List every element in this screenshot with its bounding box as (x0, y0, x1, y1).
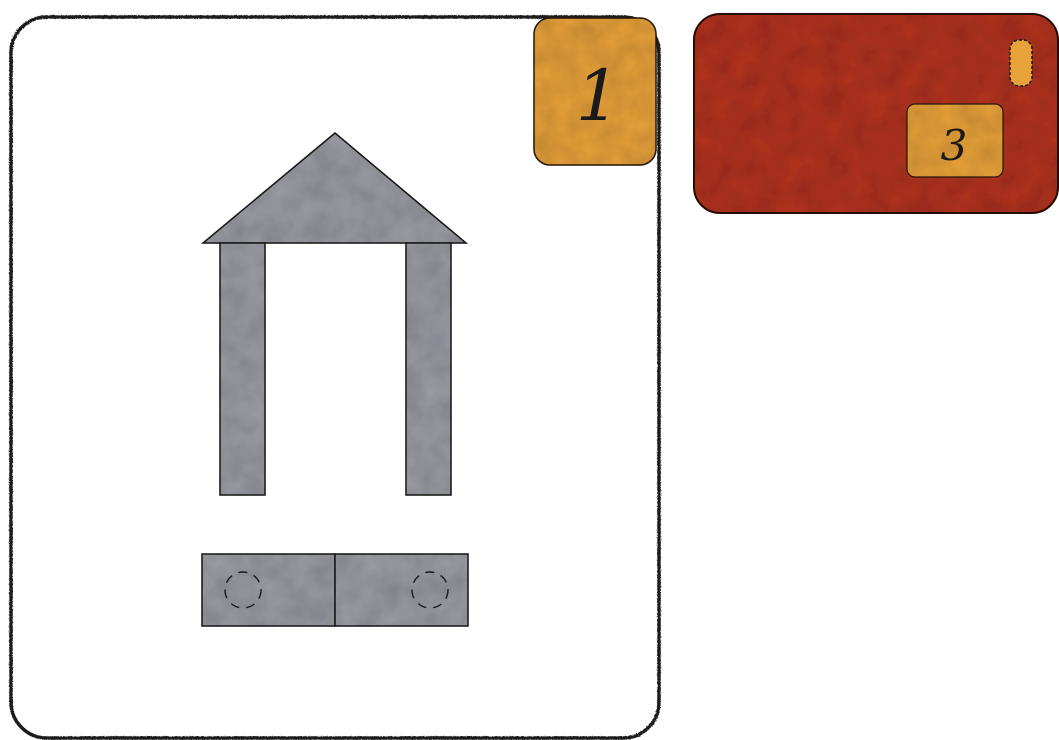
badge-1-number: 1 (576, 55, 621, 137)
badge-3-number: 3 (941, 121, 968, 170)
base-block-left (202, 554, 335, 626)
red-card: 3 (694, 14, 1058, 213)
badge-1: 1 (534, 18, 656, 165)
red-card-slot-icon (1010, 40, 1032, 86)
right-pillar (406, 243, 451, 495)
left-pillar (220, 243, 265, 495)
base-block (202, 554, 468, 626)
